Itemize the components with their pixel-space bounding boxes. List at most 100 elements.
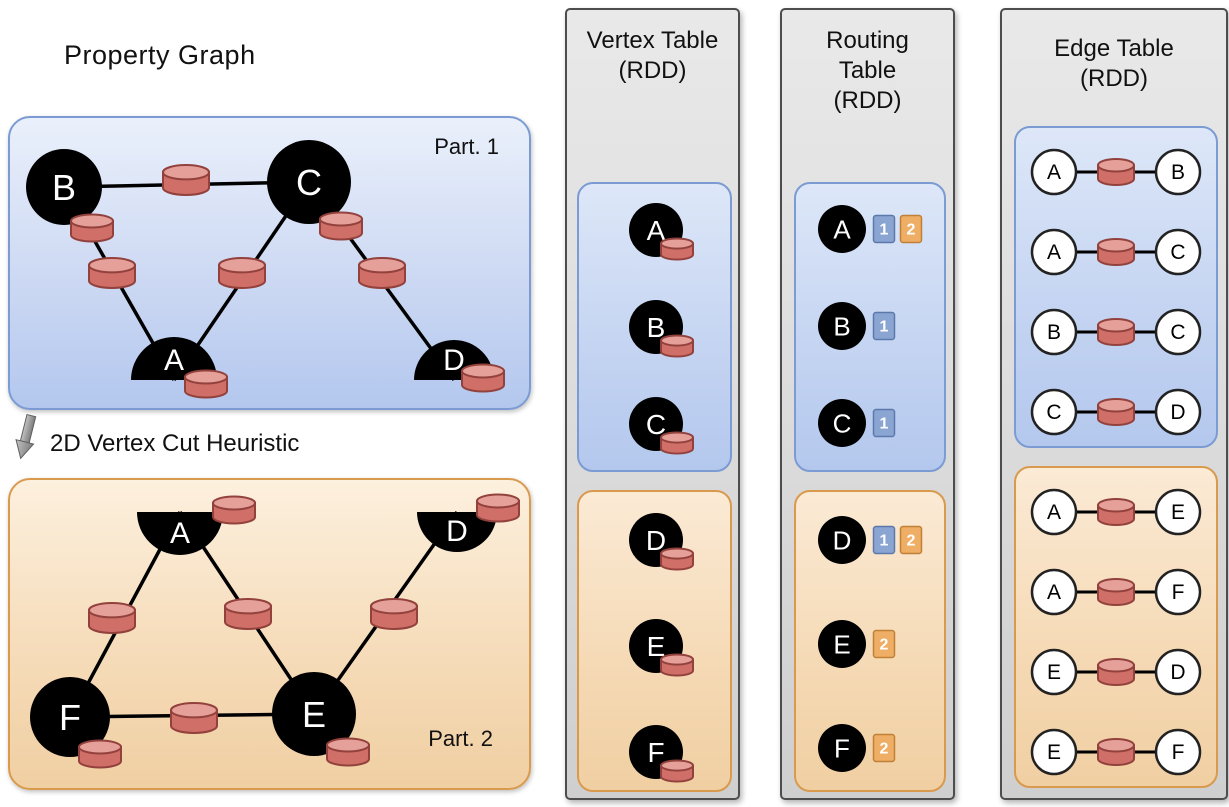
vertex-E: E [272,672,356,756]
svg-text:D: D [1170,661,1185,684]
svg-text:C: C [1170,321,1185,344]
svg-text:E: E [1047,741,1061,764]
svg-text:2: 2 [907,222,916,239]
svg-text:A: A [164,344,184,377]
routing-partition-chip: 2 [872,629,896,659]
vertex-D-half: D [417,512,497,552]
edge-vertex-E: E [1030,728,1078,776]
svg-text:E: E [647,631,666,662]
property-cylinder-icon [212,495,256,525]
routing-partition-chip: 2 [899,214,923,244]
routing-table-title-line2: Table [838,57,897,84]
svg-text:1: 1 [880,416,889,433]
svg-text:B: B [833,311,850,341]
edge-vertex-A: A [1030,228,1078,276]
svg-text:A: A [170,517,190,550]
vertex-F: F [30,677,110,757]
routing-table-title-line1: Routing [826,27,909,54]
edge-vertex-F: F [1154,568,1202,616]
edge-vertex-D: D [1154,388,1202,436]
svg-text:A: A [1047,241,1061,264]
property-cylinder-icon [170,702,218,734]
svg-text:F: F [647,737,664,768]
svg-text:B: B [52,167,76,208]
vertex-C: C [818,399,866,447]
svg-text:A: A [647,215,666,246]
property-cylinder-icon [78,739,122,769]
svg-text:A: A [1047,581,1061,604]
vertex-table-title-line1: Vertex Table [586,27,719,54]
vertex-cut-heuristic-label: 2D Vertex Cut Heuristic [50,430,300,457]
edge-vertex-F: F [1154,728,1202,776]
edge-table-title: Edge Table (RDD) [1002,10,1226,94]
property-cylinder-icon [319,211,363,241]
property-cylinder-icon [1097,238,1135,266]
routing-partition-chip: 2 [899,525,923,555]
property-cylinder-icon [224,598,272,630]
edge-vertex-A: A [1030,568,1078,616]
property-graph-partition-1: B C A D Part. 1 [8,116,531,410]
partition-2-label: Part. 2 [428,726,493,751]
edge-table-title-line1: Edge Table [1054,35,1174,62]
property-cylinder-icon [461,363,505,393]
property-cylinder-icon [162,164,210,196]
vertex-table-partition-1-rows: ABC [629,203,694,455]
property-graph-partition-2: A D F E Part. 2 [8,478,531,790]
svg-text:C: C [646,409,666,440]
property-cylinder-icon [1097,318,1135,346]
property-cylinder-icon [660,759,694,783]
vertex-A-half: A [131,337,217,380]
svg-text:2: 2 [907,533,916,550]
property-cylinder-icon [1097,158,1135,186]
vertex-B: B [818,302,866,350]
property-cylinder-icon [88,257,136,289]
svg-text:1: 1 [880,533,889,550]
property-cylinder-icon [660,237,694,261]
svg-text:E: E [302,694,326,735]
vertex-C: C [267,140,351,224]
vertex-F: F [818,724,866,772]
svg-text:C: C [1046,401,1061,424]
property-cylinder-icon [326,737,370,767]
property-cylinder-icon [218,257,266,289]
svg-text:D: D [1170,401,1185,424]
svg-text:B: B [1047,321,1061,344]
svg-text:B: B [1171,161,1185,184]
vertex-D: D [818,516,866,564]
routing-partition-chip: 2 [872,733,896,763]
vertex-table-title-line2: (RDD) [618,57,687,84]
svg-text:2: 2 [880,637,889,654]
property-cylinder-icon [370,598,418,630]
edge-vertex-E: E [1154,488,1202,536]
partition-1-graph: B C A D [26,140,505,399]
vertex-A-half: A [137,512,223,555]
property-cylinder-icon [1097,578,1135,606]
property-cylinder-icon [660,547,694,571]
vertex-table-partition-2-rows: DEF [629,513,694,783]
svg-text:D: D [833,525,852,555]
svg-text:A: A [1047,501,1061,524]
svg-text:E: E [1171,501,1185,524]
routing-partition-chip: 1 [872,525,896,555]
partition-1-label: Part. 1 [434,134,499,159]
property-graph-title: Property Graph [64,40,256,70]
edge-vertex-B: B [1154,148,1202,196]
svg-text:F: F [1172,741,1185,764]
svg-text:E: E [833,629,850,659]
vertex-A: A [818,205,866,253]
svg-text:1: 1 [880,222,889,239]
svg-text:D: D [443,344,465,377]
svg-text:F: F [1172,581,1185,604]
edge-vertex-C: C [1154,308,1202,356]
edge-table-title-line2: (RDD) [1080,65,1148,92]
vertex-cut-arrow-icon [15,413,37,460]
